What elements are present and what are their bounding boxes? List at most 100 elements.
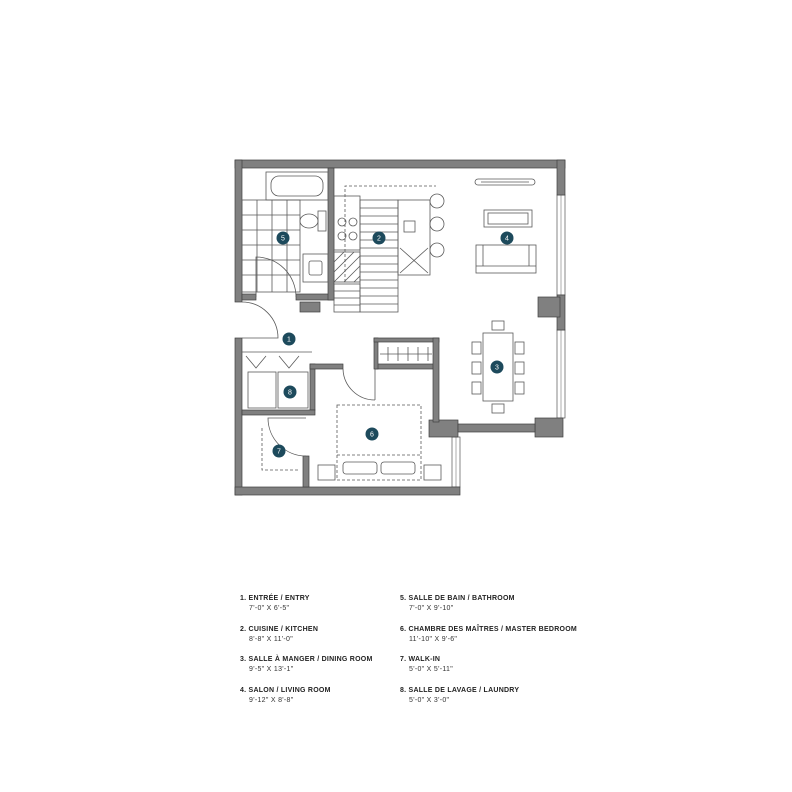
closet-hangers: [387, 347, 429, 361]
legend-title: 4. SALON / LIVING ROOM: [240, 687, 331, 694]
kitchen-fixtures: [333, 185, 445, 313]
stair-landing-treads: [334, 290, 360, 306]
burner: [337, 217, 347, 227]
sofa-back: [476, 245, 536, 267]
legend-dimensions: 5'-0" X 3'-0": [409, 697, 450, 704]
laundry-bifold-doors: [245, 355, 300, 369]
dining-furniture: [471, 320, 525, 414]
room-marker-4: 4: [500, 231, 514, 245]
legend-item-kitchen: 2. CUISINE / KITCHEN 8'-8" X 11'-0": [240, 625, 318, 644]
toilet-tank: [317, 210, 327, 232]
legend-item-living-room: 4. SALON / LIVING ROOM 9'-12" X 8'-8": [240, 686, 331, 705]
dining-chair: [471, 381, 482, 395]
bar-stool: [429, 216, 445, 232]
legend-title: 1. ENTRÉE / ENTRY: [240, 595, 310, 602]
walk-in-right-wall: [302, 455, 310, 488]
sofa: [475, 244, 537, 274]
marker-circle: [500, 231, 514, 245]
marker-number: 7: [277, 449, 281, 456]
bottom-left-column: [428, 419, 459, 438]
dryer: [277, 371, 309, 409]
dining-chair: [514, 381, 525, 395]
legend-title: 2. CUISINE / KITCHEN: [240, 626, 319, 633]
top-exterior-wall: [234, 159, 566, 169]
bathroom-door: [255, 256, 297, 298]
room-marker-5: 5: [276, 231, 290, 245]
marker-circle: [490, 360, 504, 374]
laundry-appliances: [242, 351, 312, 409]
marker-number: 1: [287, 337, 291, 344]
burner: [348, 217, 358, 227]
legend-item-entry: 1. ENTRÉE / ENTRY 7'-0" X 6'-5": [240, 594, 310, 613]
dining-chair: [491, 403, 505, 414]
right-column: [537, 296, 561, 318]
stair-treads: [360, 207, 398, 305]
legend-dimensions: 8'-8" X 11'-0": [249, 636, 294, 643]
bar-stool: [429, 242, 445, 258]
room-marker-8: 8: [283, 385, 297, 399]
left-exterior-wall-upper: [234, 159, 243, 303]
dishwasher: [399, 247, 429, 274]
burner: [348, 231, 358, 241]
dining-chair: [491, 320, 505, 331]
left-exterior-wall-lower: [234, 337, 243, 496]
sink-basin: [308, 260, 323, 276]
marker-circle: [372, 231, 386, 245]
legend-dimensions: 7'-0" X 9'-10": [409, 605, 454, 612]
bathroom-fixtures: [241, 171, 329, 293]
burner: [337, 231, 347, 241]
legend-title: 5. SALLE DE BAIN / BATHROOM: [400, 595, 515, 602]
legend-item-master-bedroom: 6. CHAMBRE DES MAÎTRES / MASTER BEDROOM …: [400, 625, 577, 644]
legend-dimensions: 5'-0" X 5'-11": [409, 666, 454, 673]
coffee-table-top: [487, 212, 529, 225]
walk-in-shelving: [261, 428, 300, 471]
bathroom-bottom-wall-left: [241, 293, 257, 301]
pillow: [342, 461, 378, 475]
marker-circle: [276, 231, 290, 245]
marker-circle: [272, 444, 286, 458]
kitchen-sink: [403, 220, 416, 233]
refrigerator-hatch: [333, 251, 361, 283]
walk-in-shelves: [261, 428, 300, 471]
closet-left-wall: [373, 337, 379, 370]
marker-circle: [283, 385, 297, 399]
room-marker-1: 1: [282, 332, 296, 346]
bottom-right-column: [534, 417, 564, 438]
dining-bottom-wall: [457, 423, 536, 433]
vanity: [302, 253, 329, 283]
legend-dimensions: 9'-12" X 8'-8": [249, 697, 294, 704]
bathroom-kitchen-wall: [327, 167, 335, 301]
dining-chair: [514, 341, 525, 355]
coffee-table: [483, 209, 533, 228]
legend-dimensions: 11'-10" X 9'-6": [409, 636, 458, 643]
bottom-exterior-wall: [234, 486, 461, 496]
nightstand: [317, 464, 336, 481]
refrigerator: [333, 251, 361, 283]
laundry-walk-in-divider: [241, 409, 316, 416]
laundry-right-wall: [309, 363, 316, 411]
room-marker-3: 3: [490, 360, 504, 374]
marker-number: 2: [377, 236, 381, 243]
legend-item-dining-room: 3. SALLE À MANGER / DINING ROOM 9'-5" X …: [240, 655, 373, 674]
legend-title: 6. CHAMBRE DES MAÎTRES / MASTER BEDROOM: [400, 626, 577, 633]
nightstand: [423, 464, 442, 481]
marker-number: 6: [370, 432, 374, 439]
dining-chair: [514, 361, 525, 375]
walk-in-door: [267, 417, 307, 457]
bedroom-dining-wall: [432, 337, 440, 423]
marker-number: 4: [505, 236, 509, 243]
legend-title: 3. SALLE À MANGER / DINING ROOM: [240, 656, 373, 663]
closet-top-wall: [373, 337, 440, 343]
marker-number: 3: [495, 365, 499, 372]
closet-bottom-wall: [374, 363, 438, 370]
legend-title: 7. WALK-IN: [400, 656, 441, 663]
room-marker-2: 2: [372, 231, 386, 245]
marker-circle: [365, 427, 379, 441]
tile-floor: [241, 199, 301, 293]
marker-number: 8: [288, 390, 292, 397]
bedroom-furniture: [317, 347, 442, 481]
room-marker-7: 7: [272, 444, 286, 458]
bedroom-top-wall: [309, 363, 344, 370]
